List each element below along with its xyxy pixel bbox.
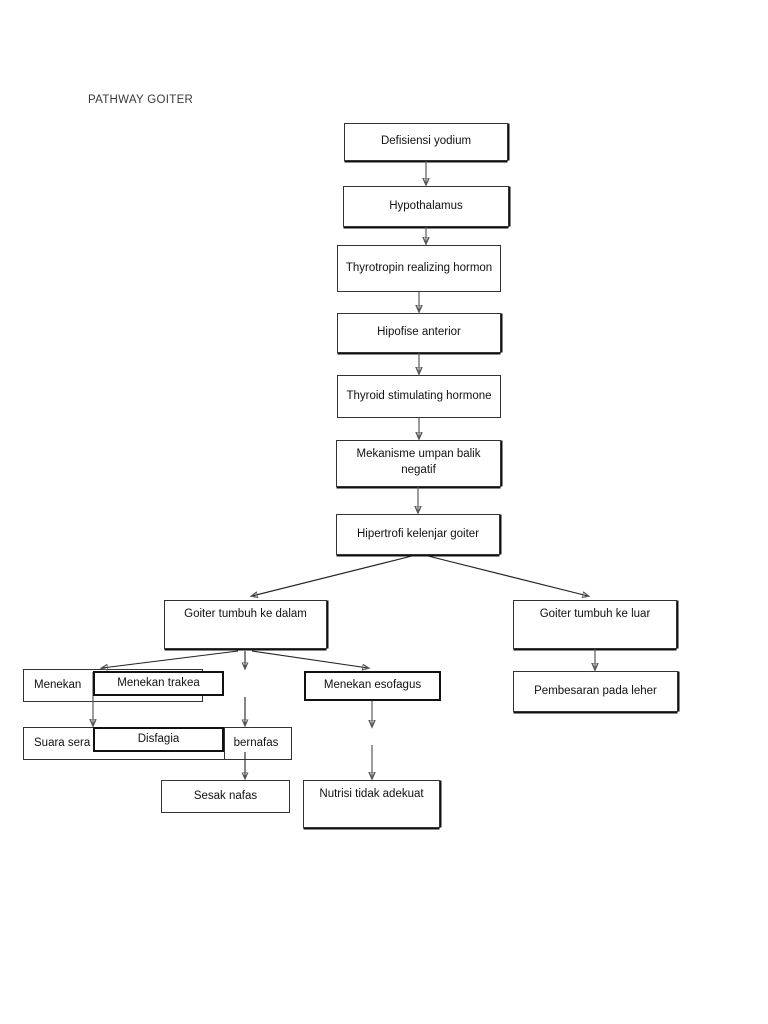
node-hipofise-anterior[interactable]: Hipofise anterior (337, 313, 501, 353)
node-label: Menekan (34, 678, 82, 691)
node-label: Pembesaran pada leher (534, 684, 657, 697)
node-thyrotropin-realizing-hormon[interactable]: Thyrotropin realizing hormon (337, 245, 501, 292)
node-menekan-trakea[interactable]: Menekan trakea (93, 671, 224, 696)
node-hypothalamus[interactable]: Hypothalamus (343, 186, 509, 227)
node-label: Menekan trakea (117, 676, 200, 689)
edge-n8-menekan (102, 650, 239, 668)
node-goiter-tumbuh-ke-luar[interactable]: Goiter tumbuh ke luar (513, 600, 677, 649)
node-label: Hipofise anterior (377, 326, 461, 339)
node-label: Goiter tumbuh ke dalam (184, 608, 307, 620)
node-hipertrofi-kelenjar-goiter[interactable]: Hipertrofi kelenjar goiter (336, 514, 500, 555)
node-thyroid-stimulating-hormone[interactable]: Thyroid stimulating hormone (337, 375, 501, 418)
node-label: Mekanisme umpan balik negatif (356, 448, 481, 476)
node-label: Sesak nafas (193, 789, 258, 802)
node-label: Hipertrofi kelenjar goiter (356, 527, 480, 540)
node-goiter-tumbuh-ke-dalam[interactable]: Goiter tumbuh ke dalam (164, 600, 327, 649)
node-label: Hypothalamus (389, 199, 463, 212)
node-disfagia[interactable]: Disfagia (93, 727, 224, 752)
edge-n7-n8 (252, 555, 413, 596)
node-sesak-nafas[interactable]: Sesak nafas (161, 780, 290, 813)
node-label: Nutrisi tidak adekuat (319, 788, 424, 800)
node-label: Suara sera (34, 736, 91, 749)
page-title: PATHWAY GOITER (88, 94, 194, 106)
node-defisiensi-yodium[interactable]: Defisiensi yodium (344, 123, 508, 161)
node-nutrisi-tidak-adekuat[interactable]: Nutrisi tidak adekuat (303, 780, 440, 828)
node-label: Menekan esofagus (323, 679, 422, 692)
node-label: bernafas (233, 736, 279, 749)
edge-n7-n9 (427, 555, 588, 596)
node-pembesaran-pada-leher[interactable]: Pembesaran pada leher (513, 671, 678, 712)
node-label: Thyrotropin realizing hormon (345, 261, 493, 274)
node-mekanisme-umpan-balik-negatif[interactable]: Mekanisme umpan balik negatif (336, 440, 501, 487)
edge-n8-n12 (251, 650, 368, 668)
node-label: Thyroid stimulating hormone (346, 389, 492, 402)
node-label: Defisiensi yodium (380, 135, 472, 148)
node-menekan-esofagus[interactable]: Menekan esofagus (304, 671, 441, 701)
node-label: Goiter tumbuh ke luar (539, 608, 651, 620)
node-bernafas-partial[interactable]: bernafas (224, 727, 292, 760)
node-label: Disfagia (137, 732, 180, 745)
